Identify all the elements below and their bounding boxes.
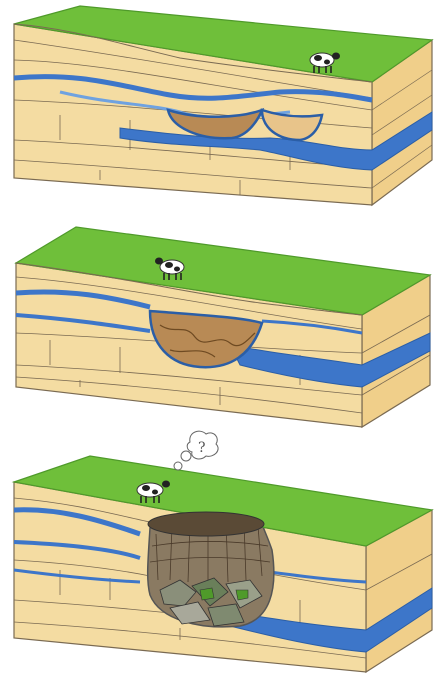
panel-stage-2 <box>0 215 448 430</box>
panel-stage-1 <box>0 0 448 215</box>
thought-bubble-symbol: ? <box>198 440 206 456</box>
thought-bubble-icon: ? <box>174 431 218 470</box>
panel-3-sinkhole-opening <box>148 512 264 536</box>
panel-stage-3: ? <box>0 430 448 679</box>
